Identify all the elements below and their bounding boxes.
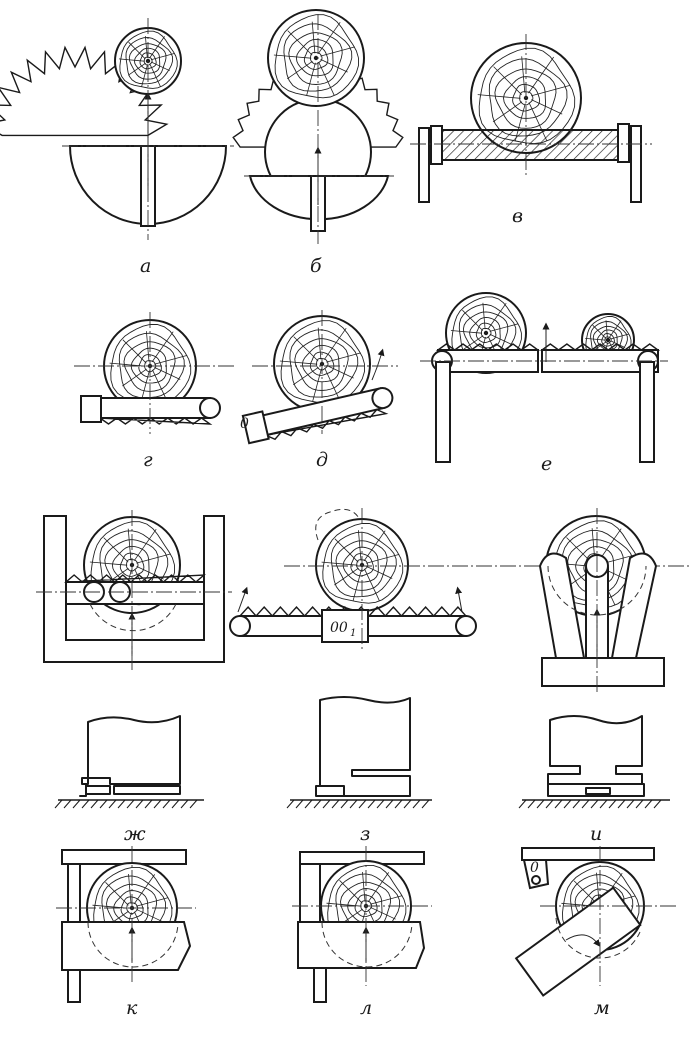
section-body-z — [319, 696, 411, 797]
sprocket-center-left — [229, 615, 251, 637]
scheme-swing-center: 00 1 — [229, 508, 690, 650]
label-g: г — [143, 449, 153, 471]
scheme-m: 0 м — [514, 846, 676, 1019]
ground-hatch-z — [286, 799, 430, 809]
cutter-shaft-v — [439, 129, 621, 161]
bearing-left-v — [418, 127, 430, 203]
label-z: з — [360, 823, 370, 845]
label-b: б — [310, 255, 322, 277]
label-k: к — [126, 997, 138, 1019]
section-zh: ж — [54, 715, 204, 845]
pivot-pin-m — [531, 875, 541, 885]
scheme-d: 0 д — [240, 310, 398, 471]
pivot-block-center — [321, 609, 369, 643]
label-e: е — [541, 453, 552, 475]
scheme-e: е — [420, 292, 668, 475]
scheme-frame-left — [36, 510, 232, 670]
chain-teeth-g — [97, 417, 213, 425]
post-e-left — [435, 361, 451, 463]
hub-left-v — [430, 125, 443, 165]
label-a: а — [140, 255, 151, 277]
label-m: м — [594, 997, 610, 1019]
post-e-right — [639, 361, 655, 463]
label-d: д — [316, 449, 328, 471]
label-v: в — [512, 205, 523, 227]
hub-right-v — [617, 123, 630, 163]
bearing-right-v — [630, 125, 642, 203]
saw-housing-l — [297, 921, 426, 969]
frame-left — [43, 515, 225, 663]
chain-teeth-e-left — [435, 343, 541, 351]
motor-d — [241, 410, 270, 445]
top-beam-k — [61, 849, 187, 865]
scheme-b: б — [232, 9, 404, 277]
scheme-v: в — [410, 34, 652, 227]
chain-teeth-d — [263, 408, 389, 441]
chain-teeth-frame-left — [64, 574, 206, 583]
scheme-a: а — [0, 18, 234, 277]
arch-left — [538, 552, 586, 659]
log-b — [267, 9, 365, 107]
pivot-label-center-sub: 1 — [350, 628, 356, 639]
chain-teeth-e-right — [539, 343, 661, 351]
label-l: л — [360, 997, 372, 1019]
saw-chain-bar-g — [99, 397, 211, 419]
sprocket-d — [371, 387, 394, 410]
pivot-label-center: 00 — [330, 620, 348, 636]
base-arch-right — [541, 657, 665, 687]
label-i: и — [590, 823, 602, 845]
scheme-arch-right — [538, 508, 665, 692]
section-body-i — [547, 715, 643, 785]
ground-hatch-i — [518, 799, 662, 809]
scheme-k: к — [56, 846, 196, 1019]
motor-g — [80, 395, 102, 423]
scheme-l: л — [292, 846, 432, 1019]
pivot-arm-m — [522, 859, 550, 890]
top-beam-m — [521, 847, 655, 861]
section-z: з — [286, 696, 432, 845]
section-i: и — [518, 715, 670, 845]
pivot-label-d: 0 — [240, 416, 249, 432]
scheme-g: г — [74, 312, 234, 471]
pivot-label-m: 0 — [530, 860, 539, 876]
sprocket-center-right — [455, 615, 477, 637]
post-l-lower — [313, 963, 327, 1003]
arch-right — [610, 552, 658, 659]
section-body-zh — [81, 715, 181, 785]
saw-blade-teeth-a — [0, 45, 169, 137]
label-zh: ж — [124, 823, 146, 845]
post-l — [299, 863, 321, 925]
ground-hatch-zh — [54, 799, 198, 809]
saw-housing-k — [61, 921, 192, 971]
sprocket-g — [199, 397, 221, 419]
